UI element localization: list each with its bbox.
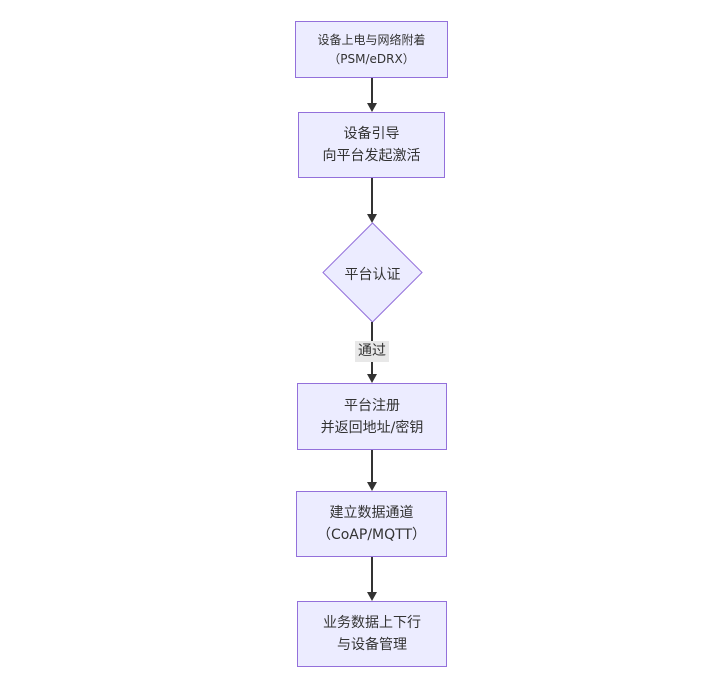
node-label-line: （PSM/eDRX） — [328, 51, 415, 66]
node-label-line: 与设备管理 — [337, 637, 407, 653]
arrowhead-down-icon — [367, 214, 377, 223]
node-platform-auth: 平台认证 — [344, 267, 401, 283]
arrowhead-down-icon — [367, 592, 377, 601]
arrowhead-down-icon — [367, 103, 377, 112]
node-business-data: 业务数据上下行 与设备管理 — [297, 601, 447, 667]
edge-label-pass: 通过 — [355, 341, 389, 362]
node-label-line: 并返回地址/密钥 — [320, 419, 424, 436]
node-label-line: 建立数据通道 — [329, 505, 414, 521]
node-label-line: 设备引导 — [343, 126, 400, 142]
node-label-line: 平台注册 — [344, 397, 400, 414]
edge-line-4 — [371, 450, 373, 484]
arrowhead-down-icon — [367, 482, 377, 491]
node-label-line: 业务数据上下行 — [323, 615, 421, 631]
node-platform-register: 平台注册 并返回地址/密钥 — [297, 383, 447, 450]
edge-line-5 — [371, 557, 373, 594]
edge-line-1 — [371, 78, 373, 105]
node-label-line: 设备上电与网络附着 — [317, 32, 426, 47]
edge-line-2 — [371, 178, 373, 216]
node-data-channel: 建立数据通道 （CoAP/MQTT） — [296, 491, 447, 557]
node-device-bootstrap: 设备引导 向平台发起激活 — [298, 112, 445, 178]
node-device-power-attach: 设备上电与网络附着 （PSM/eDRX） — [295, 21, 448, 78]
node-label-line: 向平台发起激活 — [322, 148, 421, 164]
node-label-line: （CoAP/MQTT） — [316, 527, 427, 543]
arrowhead-down-icon — [367, 374, 377, 383]
